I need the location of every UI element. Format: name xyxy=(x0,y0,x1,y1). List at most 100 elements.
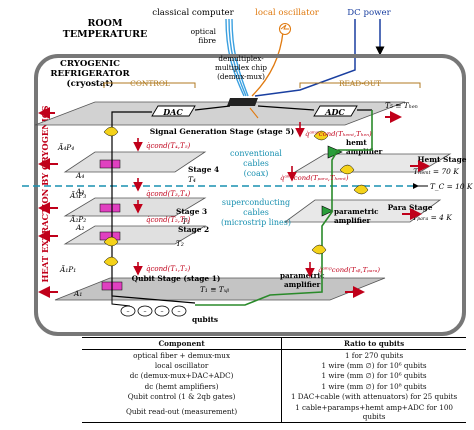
oscillator-wire xyxy=(249,107,259,119)
qamp-qb-para: q̇ᵃᵐᵖcond(Tₓᵦ,Tₚₐᵣₐ) xyxy=(318,266,380,274)
t1-label: T₁ ≡ Tₓᵦ xyxy=(200,285,229,294)
t-para-label: Tₚₐᵣₐ = 4 K xyxy=(412,213,452,222)
demux-label-1: demultiplex- xyxy=(218,54,264,63)
hemt-stage-label: Hemt Stage xyxy=(418,155,467,164)
para-stage-plate xyxy=(283,199,442,223)
svg-text:–: – xyxy=(178,308,181,315)
readout-bracket xyxy=(299,82,421,88)
signal-generation-stage-label: Signal Generation Stage (stage 5) xyxy=(150,127,295,136)
para-stage-label: Para Stage xyxy=(388,203,433,212)
svg-text:–: – xyxy=(144,308,147,315)
svg-text:–: – xyxy=(127,308,130,315)
table-cell: dc (hemt amplifiers) xyxy=(82,381,283,392)
demux-label-2: multiplex chip xyxy=(215,63,267,72)
hemt-amplifier-label-2: amplifier xyxy=(346,147,383,156)
cryostat-outline xyxy=(34,54,466,336)
qcond-t1-t2: q̇cond(T₁,T₂) xyxy=(146,265,191,273)
table-cell: 1 wire (mm ∅) for 10⁸ qubits xyxy=(321,381,427,391)
readout-green-path xyxy=(195,110,373,306)
heat-extraction-arrows xyxy=(38,158,430,298)
svg-text:–: – xyxy=(161,308,164,315)
readout-wire xyxy=(257,105,372,111)
a2p2-label: Ã₂P₂ xyxy=(69,215,86,224)
cryo-label-3: (cryostat) xyxy=(67,78,114,89)
qubits-label: qubits xyxy=(192,315,218,324)
optical-fibre-bundle xyxy=(225,18,249,97)
stage5-plate xyxy=(34,101,406,126)
svg-text:ADC: ADC xyxy=(324,107,345,117)
conventional-cables-1: conventional xyxy=(230,149,282,158)
dc-power-label: DC power xyxy=(347,8,391,18)
oscillator-line xyxy=(251,31,284,97)
attenuators xyxy=(103,126,369,267)
control-label: CONTROL xyxy=(130,79,170,88)
a3p3-label: Ã₃P₃ xyxy=(69,191,86,200)
table-cell: 1 DAC+cable (with attenuators) for 25 qu… xyxy=(290,392,458,402)
t-hemt-label: Tₕₑₘₜ = 70 K xyxy=(413,167,459,176)
qcond-t3-t4: q̇cond(T₃,T₄) xyxy=(146,190,191,198)
hemt-amplifier-label-1: hemt xyxy=(346,138,367,147)
table-cell: 1 cable+paramps+hemt amp+ADC for 100 qub… xyxy=(281,401,466,423)
svg-text:DAC: DAC xyxy=(162,107,183,117)
table-row: Qubit read-out (measurement)1 cable+para… xyxy=(82,401,466,423)
a1p1-label: Ã₁P₁ xyxy=(59,265,76,274)
conduction-arrows xyxy=(133,122,315,278)
table-row: dc (hemt amplifiers) 1 wire (mm ∅) for 10… xyxy=(82,381,466,392)
qamp-para-hemt: q̇ᵃᵐᵖcond(Tₚₐᵣₐ,Tₕₑₘₜ) xyxy=(280,174,349,182)
heat-extraction-label: HEAT EXTRACTION BY CRYOGENICS xyxy=(40,105,50,282)
cryo-label-2: REFRIGERATOR xyxy=(50,69,130,79)
a3-label: A₃ xyxy=(75,187,84,196)
superconducting-cables-2: cables xyxy=(243,208,269,217)
t5-label: T₅ ≡ Tₕₑₙ xyxy=(385,101,418,110)
stage3-block xyxy=(99,203,121,213)
room-temperature-label-2: TEMPERATURE xyxy=(63,29,147,40)
param-amp-bottom-label-1: parametric xyxy=(280,271,325,280)
tc-label: T_C = 10 K xyxy=(430,182,473,191)
t4-label: T₄ xyxy=(188,175,196,184)
table-cell: Qubit control (1 & 2qb gates) xyxy=(82,391,283,402)
column-header-ratio: Ratio to qubits xyxy=(281,337,466,350)
dc-power-line-1 xyxy=(254,19,356,97)
adc-box: ADC xyxy=(313,105,358,117)
t3-label: T₃ xyxy=(182,217,190,226)
stage4-label: Stage 4 xyxy=(188,165,219,174)
a2-label: A₂ xyxy=(75,223,84,232)
param-amp-label-2: amplifier xyxy=(334,216,371,225)
qcond-t2-t3: q̇cond(T₂,T₃) xyxy=(146,216,191,224)
qcond-t4-t5: q̇cond(T₄,T₅) xyxy=(146,142,191,150)
cryo-label-1: CRYOGENIC xyxy=(60,59,120,69)
a4p4-label: Ã₄P₄ xyxy=(57,143,74,152)
param-amp-bottom-label-2: amplifier xyxy=(284,280,321,289)
qubit-array: – – – – xyxy=(120,305,187,317)
cryostat-diagram: ROOM TEMPERATURE classical computer loca… xyxy=(22,8,473,336)
table-cell: 1 wire (mm ∅) for 10⁶ qubits xyxy=(321,360,427,370)
optical-fibre-label-2: fibre xyxy=(198,36,216,45)
stage3-label: Stage 3 xyxy=(176,207,207,216)
superconducting-cables-1: superconducting xyxy=(222,198,290,207)
room-temperature-label: ROOM xyxy=(88,18,123,29)
readout-label: READ-OUT xyxy=(339,79,381,88)
stage4-block xyxy=(99,159,121,169)
param-amp-label-1: parametric xyxy=(334,207,379,216)
classical-computer-label: classical computer xyxy=(152,8,234,18)
qubit-stage-plate xyxy=(54,277,386,301)
table-cell: Qubit read-out (measurement) xyxy=(82,401,283,423)
a4-label: A₄ xyxy=(75,171,84,180)
table-header-row: Component Ratio to qubits xyxy=(82,337,466,350)
demux-chip xyxy=(227,98,258,106)
table-row: optical fiber + demux-mux 1 for 270 qubit… xyxy=(82,349,466,361)
a1-label: A₁ xyxy=(73,289,82,298)
qamp-hemt-gen: q̇ᵃᵐᵖcond(Tₕₑₘₜ,Tₕₑₙ) xyxy=(305,130,372,138)
optical-fibre-label: optical xyxy=(191,27,217,36)
table-cell: optical fiber + demux-mux xyxy=(82,349,283,361)
demux-label-3: (demux-mux) xyxy=(217,72,265,81)
param-amp-icon xyxy=(321,205,334,217)
conventional-cables-2: cables xyxy=(243,159,269,168)
table-cell: 1 for 270 qubits xyxy=(344,350,404,360)
table-cell: 1 wire (mm ∅) for 10⁶ qubits xyxy=(321,371,427,381)
component-ratio-table: Component Ratio to qubits optical fiber … xyxy=(82,337,466,423)
control-bracket xyxy=(103,82,196,88)
table-row: Qubit control (1 & 2qb gates) 1 DAC+cable… xyxy=(82,391,466,402)
column-header-component: Component xyxy=(82,337,283,350)
